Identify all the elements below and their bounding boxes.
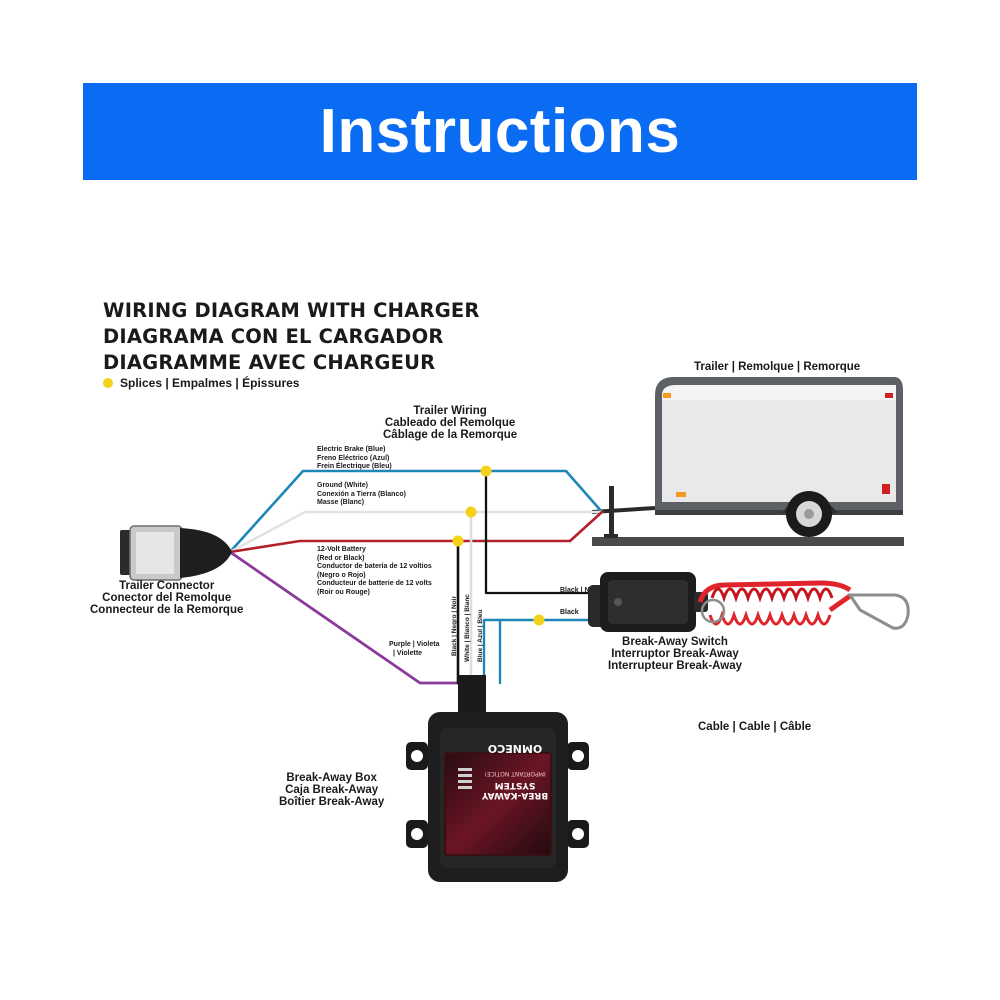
splice-dot-icon — [452, 535, 464, 547]
splice-dot-icon — [103, 378, 113, 388]
heading-line-fr: DIAGRAMME AVEC CHARGEUR — [103, 351, 436, 374]
wires — [228, 469, 604, 685]
ground-wire — [228, 510, 604, 554]
break-away-box-illustration — [406, 675, 589, 882]
break-away-cable — [697, 580, 910, 630]
blue-vertical-wire — [482, 618, 592, 685]
trailer-wiring-label: Trailer Wiring Cableado del Remolque Câb… — [383, 405, 517, 441]
box-brand: OMNECO — [487, 742, 543, 755]
switch-black-label-1: Black | N — [560, 587, 590, 594]
break-away-switch-illustration — [588, 572, 708, 632]
purple-wire-label: Purple | Violeta | Violette — [389, 641, 440, 657]
box-label-text: OMNECO BREA-KAWAY SYSTEM IMPORTANT NOTIC… — [480, 742, 550, 800]
splice-dot-icon — [533, 614, 545, 626]
break-away-switch-label: Break-Away Switch Interruptor Break-Away… — [608, 636, 742, 672]
front-marker-light-icon — [663, 393, 671, 398]
trailer-wiring-line-fr: Câblage de la Remorque — [383, 429, 518, 441]
trailer-illustration — [591, 377, 904, 546]
trailer-wiring-line-es: Cableado del Remolque — [384, 417, 516, 429]
brake-wire-label: Electric Brake (Blue) Freno Eléctrico (A… — [317, 446, 392, 471]
trailer-panel — [662, 400, 896, 502]
box-cable-gland — [458, 675, 486, 715]
trailer-connector-illustration — [120, 525, 232, 581]
tongue-jack — [609, 486, 614, 538]
splice-dot-icon — [465, 506, 477, 518]
box-notice: IMPORTANT NOTICE! — [484, 770, 546, 777]
trailer-label: Trailer | Remolque | Remorque — [694, 361, 861, 373]
box-system-line-2: SYSTEM — [494, 780, 536, 790]
battery-wire-label: 12-Volt Battery (Red or Black) Conductor… — [317, 546, 432, 596]
trailer-connector-label: Trailer Connector Conector del Remolque … — [90, 580, 244, 616]
ground-road — [592, 537, 904, 546]
battery-wire — [228, 510, 604, 554]
heading-line-es: DIAGRAMA CON EL CARGADOR — [103, 325, 444, 348]
ring-icon — [700, 598, 726, 624]
side-marker-light-icon — [676, 492, 686, 497]
black-vertical-label: Black | Negro | Noir — [451, 596, 458, 656]
blue-vertical-label: Blue | Azul | Bleu — [477, 609, 484, 662]
banner-title: Instructions — [319, 97, 681, 166]
ground-wire-label: Ground (White) Conexión a Tierra (Blanco… — [317, 482, 406, 507]
heading-line-en: WIRING DIAGRAM WITH CHARGER — [103, 299, 480, 322]
splices-legend: Splices | Empalmes | Épissures — [103, 376, 299, 390]
connector-boot — [180, 528, 232, 578]
splice-dot-icon — [480, 465, 492, 477]
purple-wire — [228, 550, 467, 685]
white-vertical-label: White | Blanco | Blanc — [464, 594, 471, 662]
switch-black-label-2: Black — [560, 609, 579, 616]
cable-label: Cable | Cable | Câble — [698, 721, 812, 733]
diagram-heading: WIRING DIAGRAM WITH CHARGER DIAGRAMA CON… — [103, 298, 480, 376]
brake-wire — [228, 469, 604, 554]
trailer-wiring-line-en: Trailer Wiring — [413, 405, 487, 417]
splices — [452, 465, 545, 626]
snap-hook-icon — [847, 593, 910, 630]
title-banner: Instructions — [83, 83, 917, 180]
break-away-box-label: Break-Away Box Caja Break-Away Boîtier B… — [279, 772, 385, 808]
splices-legend-label: Splices | Empalmes | Épissures — [120, 376, 300, 390]
tail-light-icon — [882, 484, 890, 494]
switch-black-wire — [484, 469, 592, 595]
rear-marker-light-icon — [885, 393, 893, 398]
box-system-line-1: BREA-KAWAY — [481, 790, 549, 800]
